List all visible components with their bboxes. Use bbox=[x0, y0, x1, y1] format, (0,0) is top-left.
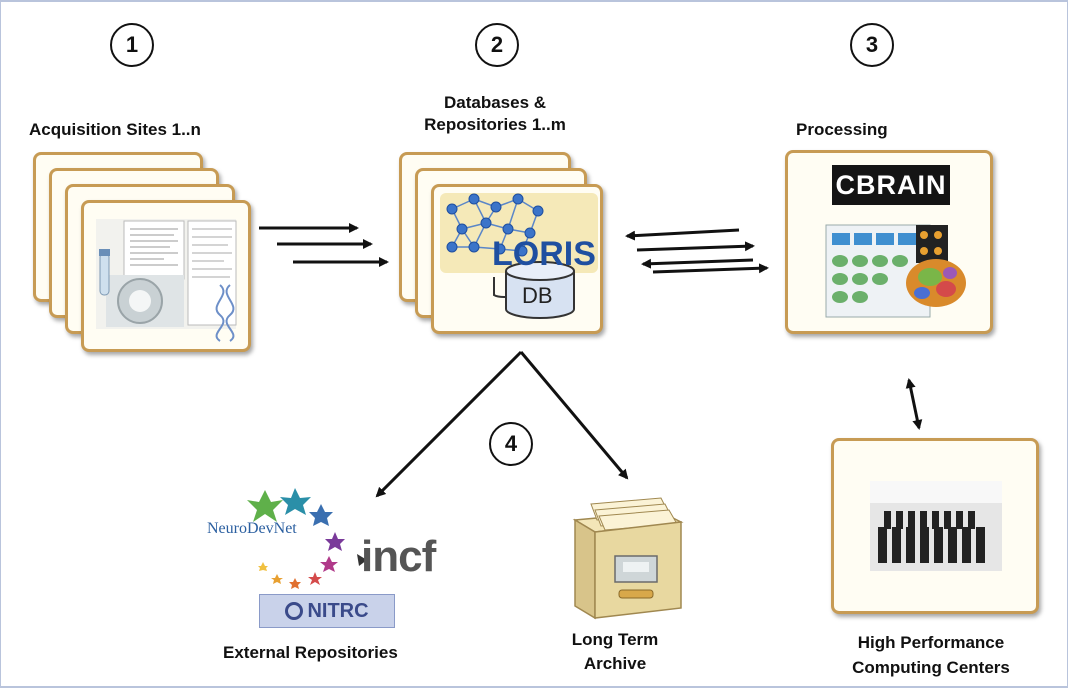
processing-label: Processing bbox=[796, 120, 888, 139]
nitrc-ring-icon bbox=[285, 602, 304, 620]
brain-render-icon bbox=[906, 259, 966, 307]
neurodevnet-logo: NeuroDevNet bbox=[207, 520, 297, 537]
file-cabinet-icon bbox=[572, 497, 684, 620]
step-3-badge: 3 bbox=[850, 23, 894, 67]
external-repositories-logos: NeuroDevNet incf NITRC bbox=[201, 482, 481, 632]
bidirectional-arrow-icon bbox=[625, 228, 769, 274]
acquisition-collage-icon bbox=[96, 219, 237, 342]
processing-screens-icon bbox=[825, 224, 966, 318]
network-graph-icon bbox=[446, 193, 575, 319]
mri-scanner-icon bbox=[106, 275, 184, 327]
loris-logo-text: LORIS bbox=[492, 235, 596, 273]
step-4-badge: 4 bbox=[489, 422, 533, 466]
archive-label-line2: Archive bbox=[583, 654, 647, 673]
archive-label-line1: Long Term bbox=[571, 630, 659, 649]
arrow-to-archive-icon bbox=[519, 351, 629, 480]
databases-label-line2: Repositories 1..m bbox=[424, 115, 566, 134]
db-label: DB bbox=[522, 283, 553, 308]
step-2-badge: 2 bbox=[475, 23, 519, 67]
database-cylinder-icon bbox=[493, 261, 575, 319]
databases-label: Databases & Repositories 1..m bbox=[405, 92, 585, 136]
bidirectional-arrow-icon bbox=[905, 378, 923, 430]
nitrc-logo: NITRC bbox=[259, 594, 395, 628]
test-tube-icon bbox=[99, 249, 110, 296]
loris-logo-bg bbox=[440, 193, 598, 273]
step-1-badge: 1 bbox=[110, 23, 154, 67]
nitrc-logo-text: NITRC bbox=[307, 599, 369, 622]
processing-card: CBRAIN bbox=[785, 150, 993, 334]
hpc-label: High Performance Computing Centers bbox=[833, 630, 1029, 680]
server-room-icon bbox=[870, 481, 1002, 571]
database-card-front: LORIS DB bbox=[431, 184, 603, 334]
cbrain-logo: CBRAIN bbox=[832, 165, 950, 205]
external-repositories-label: External Repositories bbox=[223, 643, 398, 662]
databases-label-line1: Databases & bbox=[443, 93, 547, 112]
dna-icon bbox=[215, 284, 235, 342]
hpc-label-line1: High Performance bbox=[857, 633, 1005, 652]
incf-logo: incf bbox=[361, 532, 436, 581]
neurodevnet-star-ring-icon bbox=[247, 488, 367, 589]
acquisition-sites-label: Acquisition Sites 1..n bbox=[29, 120, 201, 139]
arrowhead-icon bbox=[357, 554, 367, 566]
acquisition-card-front bbox=[81, 200, 251, 352]
hpc-label-line2: Computing Centers bbox=[852, 658, 1010, 677]
long-term-archive-label: Long Term Archive bbox=[567, 628, 663, 676]
hpc-card bbox=[831, 438, 1039, 614]
